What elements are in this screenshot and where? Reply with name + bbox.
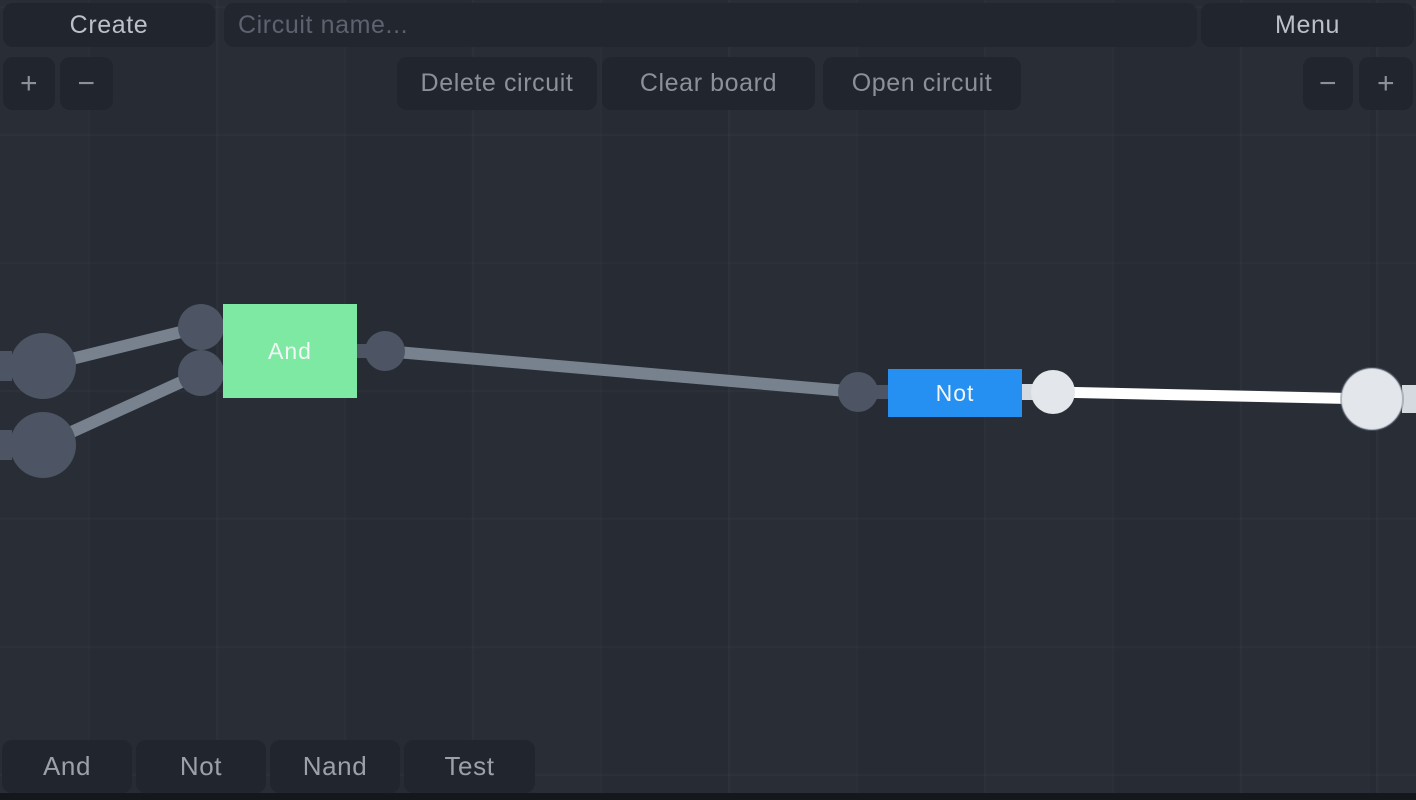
and-gate[interactable]: And <box>223 304 357 398</box>
open-circuit-button[interactable]: Open circuit <box>823 57 1021 110</box>
bottom-strip <box>0 793 1416 800</box>
and-input-node-1[interactable] <box>178 304 224 350</box>
circuit-name-input[interactable] <box>224 3 1197 47</box>
not-input-node[interactable] <box>838 372 878 412</box>
palette-not-button[interactable]: Not <box>136 740 266 793</box>
create-button[interactable]: Create <box>3 3 215 47</box>
board-input-node-1[interactable] <box>10 333 76 399</box>
menu-button[interactable]: Menu <box>1201 3 1414 47</box>
and-output-node[interactable] <box>365 331 405 371</box>
wire-and-to-not[interactable] <box>384 345 859 398</box>
delete-circuit-button[interactable]: Delete circuit <box>397 57 597 110</box>
not-gate-label: Not <box>935 379 975 406</box>
and-input-node-2[interactable] <box>178 350 224 396</box>
not-gate[interactable]: Not <box>888 369 1022 417</box>
zoom-in-button-right[interactable]: + <box>1359 57 1413 110</box>
board-output-node[interactable] <box>1340 367 1404 431</box>
wire-not-to-output[interactable] <box>1052 386 1373 405</box>
board-output-pin[interactable] <box>1402 385 1416 413</box>
clear-board-button[interactable]: Clear board <box>602 57 815 110</box>
and-gate-label: And <box>268 337 312 364</box>
zoom-out-button-left[interactable]: − <box>60 57 113 110</box>
zoom-out-button-right[interactable]: − <box>1303 57 1353 110</box>
palette-nand-button[interactable]: Nand <box>270 740 400 793</box>
palette-test-button[interactable]: Test <box>404 740 535 793</box>
not-input-connector <box>874 385 889 399</box>
palette-and-button[interactable]: And <box>2 740 132 793</box>
board-input-pin-1[interactable] <box>0 351 12 381</box>
not-output-node[interactable] <box>1031 370 1075 414</box>
board-input-pin-2[interactable] <box>0 430 12 460</box>
board-input-node-2[interactable] <box>10 412 76 478</box>
zoom-in-button-left[interactable]: + <box>3 57 55 110</box>
